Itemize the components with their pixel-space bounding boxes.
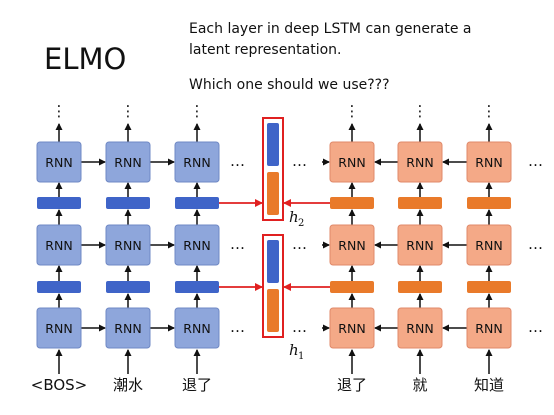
fwd-hidden-bar-1-2 [106,281,150,293]
fwd-top-ellipsis-3: ⋮ [190,102,205,120]
bwd-rnn-layer2-1 [329,224,375,266]
fwd-rnn-label-3-1: RNN [45,155,72,170]
fwd-rnn-layer2-2 [105,224,151,266]
fwd-input-word-3: 退了 [182,376,212,394]
bwd-rnn-label-2-3: RNN [475,238,502,253]
fwd-hidden-bar-1-1 [37,281,81,293]
fwd-hidden-bar-2-1 [37,197,81,209]
h2-backward-part [267,172,279,215]
bwd-hidden-bar-2-3 [467,197,511,209]
bwd-rnn-label-3-1: RNN [338,155,365,170]
h2-label: h [289,208,299,226]
fwd-right-ellipsis-1: … [230,235,245,253]
bwd-rnn-layer1-2 [397,307,443,349]
bwd-rnn-label-1-2: RNN [406,321,433,336]
fwd-right-ellipsis-0: … [230,152,245,170]
fwd-top-ellipsis-2: ⋮ [121,102,136,120]
fwd-rnn-layer1-3 [174,307,220,349]
fwd-rnn-label-2-3: RNN [183,238,210,253]
fwd-rnn-label-2-2: RNN [114,238,141,253]
bwd-input-word-2: 就 [412,376,427,394]
bwd-rnn-label-1-1: RNN [338,321,365,336]
fwd-top-ellipsis-1: ⋮ [52,102,67,120]
fwd-right-ellipsis-2: … [230,318,245,336]
bwd-rnn-layer2-3 [466,224,512,266]
bwd-rnn-label-3-3: RNN [475,155,502,170]
bwd-hidden-bar-2-1 [330,197,374,209]
bwd-left-ellipsis-0: … [292,152,307,170]
h2-frame [262,117,284,221]
fwd-input-word-1: <BOS> [31,376,88,394]
h1-label: h [289,341,299,359]
h1-forward-part [267,240,279,283]
fwd-rnn-label-2-1: RNN [45,238,72,253]
fwd-rnn-layer1-2 [105,307,151,349]
description-line-1: Each layer in deep LSTM can generate a [189,21,472,37]
fwd-hidden-bar-2-2 [106,197,150,209]
bwd-rnn-layer3-1 [329,141,375,183]
bwd-right-ellipsis-2: … [528,318,543,336]
bwd-rnn-layer3-3 [466,141,512,183]
bwd-hidden-bar-1-1 [330,281,374,293]
description-line-2: latent representation. [189,42,342,58]
h1-backward-part [267,289,279,332]
fwd-rnn-layer3-2 [105,141,151,183]
fwd-hidden-bar-1-3 [175,281,219,293]
bwd-hidden-bar-1-2 [398,281,442,293]
fwd-rnn-layer1-1 [36,307,82,349]
bwd-rnn-layer1-3 [466,307,512,349]
fwd-rnn-layer2-1 [36,224,82,266]
bwd-right-ellipsis-0: … [528,152,543,170]
fwd-rnn-label-1-3: RNN [183,321,210,336]
bwd-input-word-3: 知道 [474,376,504,394]
slide-title: ELMO [44,42,127,76]
bwd-left-ellipsis-1: … [292,235,307,253]
description-line-3: Which one should we use??? [189,77,390,93]
bwd-rnn-layer2-2 [397,224,443,266]
bwd-rnn-layer1-1 [329,307,375,349]
bwd-hidden-bar-1-3 [467,281,511,293]
bwd-rnn-label-2-2: RNN [406,238,433,253]
fwd-rnn-label-3-3: RNN [183,155,210,170]
bwd-rnn-label-3-2: RNN [406,155,433,170]
bwd-input-word-1: 退了 [337,376,367,394]
fwd-rnn-label-3-2: RNN [114,155,141,170]
bwd-hidden-bar-2-2 [398,197,442,209]
fwd-hidden-bar-2-3 [175,197,219,209]
fwd-rnn-label-1-2: RNN [114,321,141,336]
bwd-rnn-label-1-3: RNN [475,321,502,336]
bwd-top-ellipsis-3: ⋮ [482,102,497,120]
fwd-rnn-layer2-3 [174,224,220,266]
fwd-rnn-layer3-1 [36,141,82,183]
bwd-rnn-label-2-1: RNN [338,238,365,253]
h2-label-sub: 2 [298,218,304,229]
fwd-rnn-label-1-1: RNN [45,321,72,336]
bwd-right-ellipsis-1: … [528,235,543,253]
h1-label-sub: 1 [298,351,304,362]
h2-forward-part [267,123,279,166]
fwd-input-word-2: 潮水 [113,376,143,394]
bwd-rnn-layer3-2 [397,141,443,183]
bwd-top-ellipsis-2: ⋮ [413,102,428,120]
bwd-top-ellipsis-1: ⋮ [345,102,360,120]
h1-frame [262,234,284,338]
fwd-rnn-layer3-3 [174,141,220,183]
bwd-left-ellipsis-2: … [292,318,307,336]
